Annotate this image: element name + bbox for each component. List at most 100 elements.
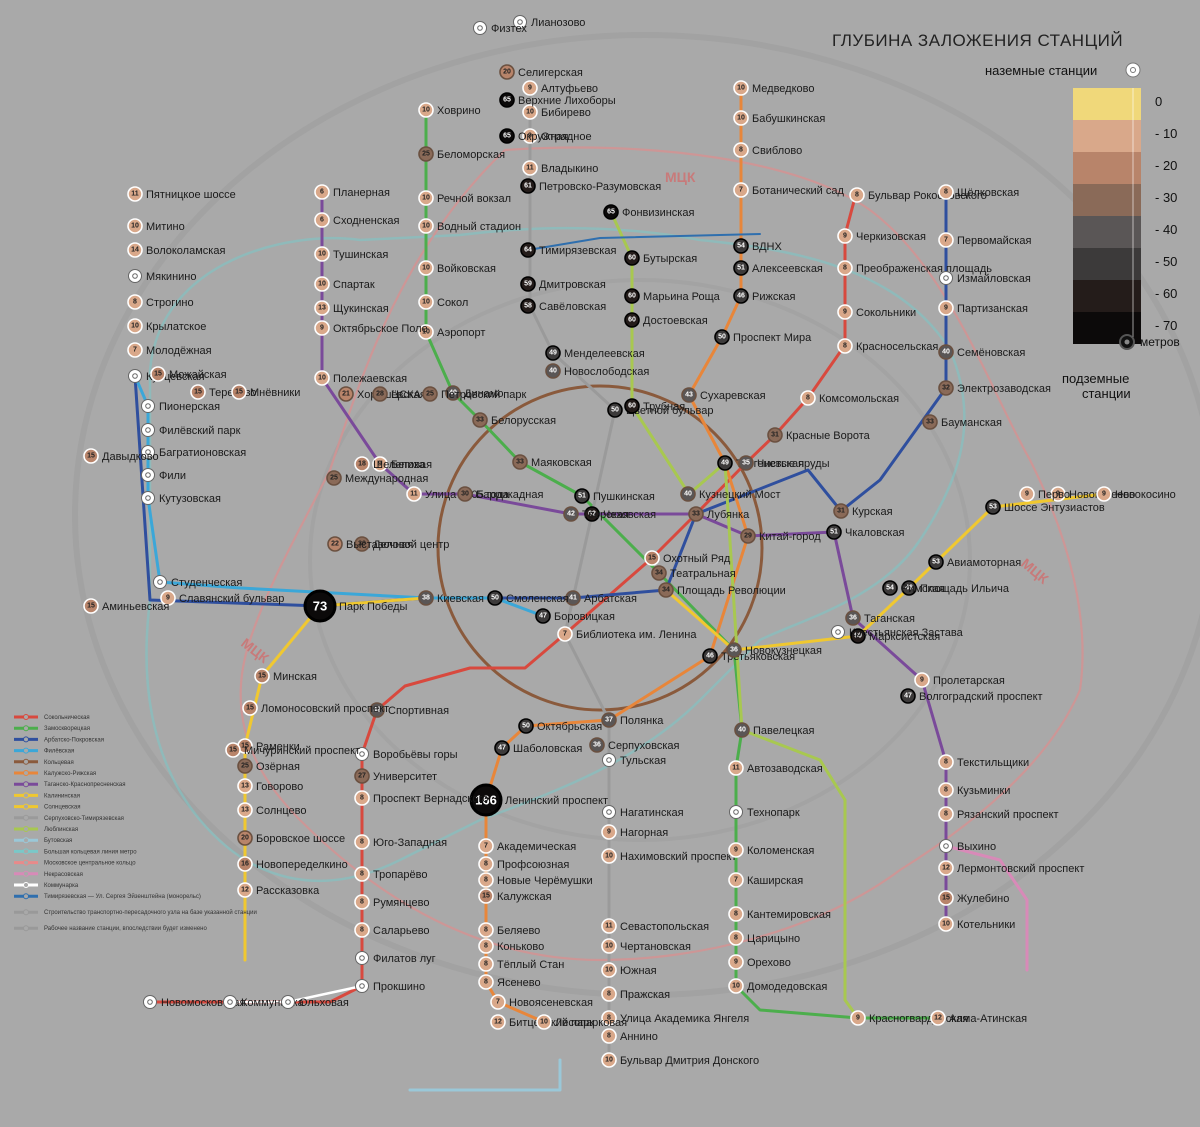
station[interactable]: Филёвский парк xyxy=(141,423,241,438)
station[interactable]: Багратионовская xyxy=(141,445,247,460)
station[interactable]: Измайловская xyxy=(939,271,1031,286)
station[interactable]: Выхино xyxy=(939,839,997,854)
station[interactable]: Мякинино xyxy=(128,269,197,284)
station[interactable]: Ольховая xyxy=(281,995,349,1010)
station[interactable]: Пионерская xyxy=(141,399,221,414)
station[interactable]: Воробьёвы горы xyxy=(355,747,458,762)
station[interactable]: Нагатинская xyxy=(602,805,684,820)
station[interactable]: Тульская xyxy=(602,753,667,768)
station[interactable]: Фили xyxy=(141,468,187,483)
